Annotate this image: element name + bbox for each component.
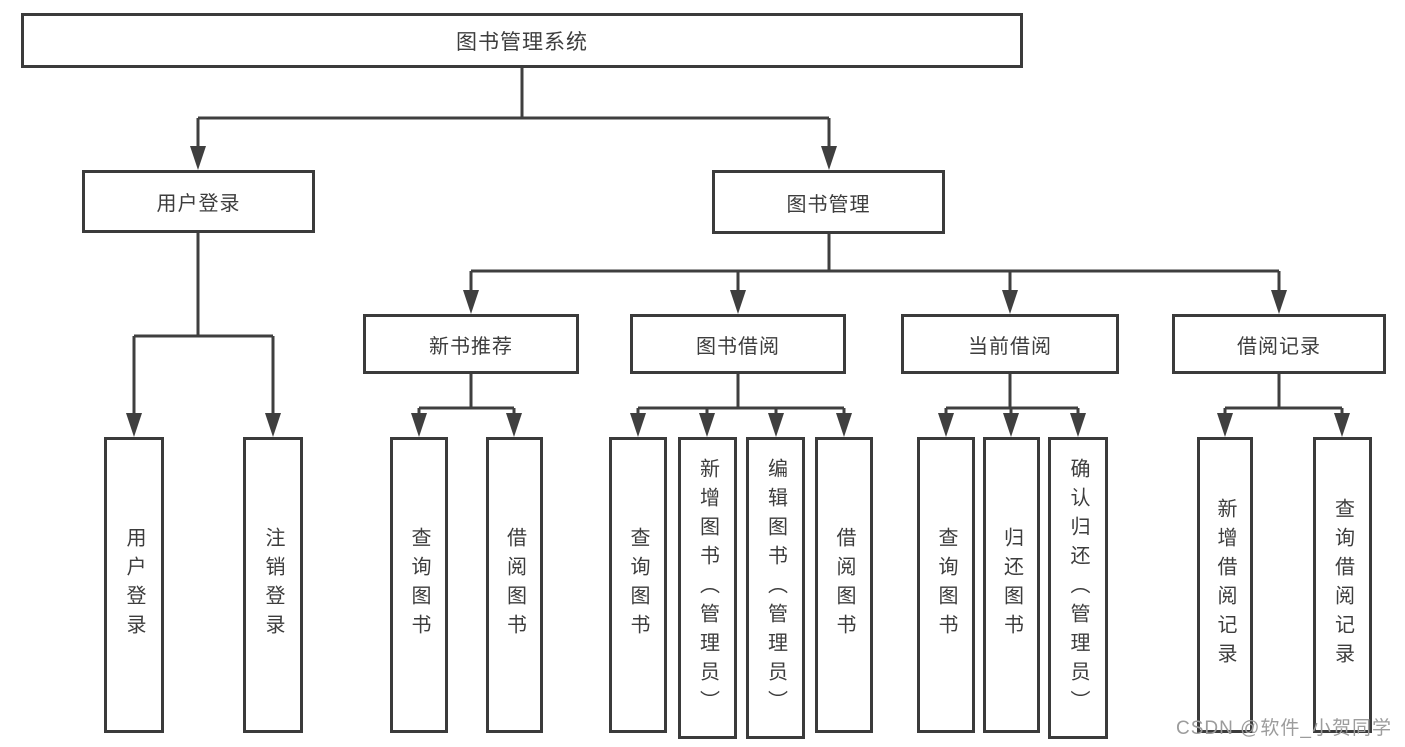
node-logout-leaf: 注销登录	[243, 437, 303, 733]
node-borrow-record: 借阅记录	[1172, 314, 1386, 374]
arrowhead-icon	[836, 413, 852, 437]
node-book-borrow-label: 图书借阅	[696, 335, 780, 358]
connector-borrow-tree	[636, 374, 846, 415]
arrowhead-icon	[821, 146, 837, 170]
arrowhead-icon	[768, 413, 784, 437]
node-new-book-recommend-label: 新书推荐	[429, 335, 513, 358]
node-edit-books-admin: 编辑图书（管理员）	[746, 437, 805, 739]
arrowhead-icon	[265, 413, 281, 437]
node-new-book-recommend: 新书推荐	[363, 314, 579, 374]
node-query-books-recommend: 查询图书	[390, 437, 448, 733]
watermark: CSDN @软件_小贺同学	[1176, 718, 1392, 739]
node-borrow-books-leaf-label: 借阅图书	[833, 527, 855, 643]
arrowhead-icon	[1070, 413, 1086, 437]
node-user-login-leaf-label: 用户登录	[123, 527, 145, 643]
arrowhead-icon	[699, 413, 715, 437]
arrowhead-icon	[938, 413, 954, 437]
node-query-books-recommend-label: 查询图书	[408, 527, 430, 643]
arrowhead-icon	[1334, 413, 1350, 437]
node-book-management-label: 图书管理	[786, 193, 871, 216]
arrowhead-icon	[1003, 413, 1019, 437]
arrowhead-icon	[1271, 290, 1287, 314]
node-borrow-books-recommend: 借阅图书	[486, 437, 543, 733]
arrowhead-icon	[126, 413, 142, 437]
node-query-borrow-record: 查询借阅记录	[1313, 437, 1372, 733]
arrowhead-icon	[190, 146, 206, 170]
node-query-books-borrow-label: 查询图书	[627, 527, 649, 643]
node-user-login-leaf: 用户登录	[104, 437, 164, 733]
connector-recommend-tree	[417, 374, 516, 415]
node-confirm-return-admin-label: 确认归还（管理员）	[1067, 457, 1089, 719]
node-query-books-current-label: 查询图书	[935, 527, 957, 643]
node-current-borrow: 当前借阅	[901, 314, 1119, 374]
node-query-books-current: 查询图书	[917, 437, 975, 733]
connector-root-tree	[196, 68, 831, 148]
arrowhead-icon	[630, 413, 646, 437]
node-return-books-label: 归还图书	[1000, 527, 1023, 643]
connector-current-tree	[944, 374, 1080, 415]
connector-user-login-tree	[132, 233, 275, 414]
node-book-management: 图书管理	[712, 170, 945, 234]
node-logout-leaf-label: 注销登录	[262, 527, 284, 643]
node-add-books-admin: 新增图书（管理员）	[678, 437, 737, 739]
node-user-login-label: 用户登录	[156, 193, 241, 215]
node-add-borrow-record-label: 新增借阅记录	[1214, 498, 1236, 672]
arrowhead-icon	[1217, 413, 1233, 437]
arrowhead-icon	[463, 290, 479, 314]
node-book-borrow: 图书借阅	[630, 314, 846, 374]
node-return-books: 归还图书	[983, 437, 1040, 733]
arrowhead-icon	[1002, 290, 1018, 314]
node-root-label: 图书管理系统	[456, 30, 588, 54]
node-add-borrow-record: 新增借阅记录	[1197, 437, 1253, 733]
node-borrow-record-label: 借阅记录	[1237, 335, 1321, 358]
arrowhead-icon	[411, 413, 427, 437]
connector-book-mgmt-tree	[469, 234, 1281, 292]
node-query-books-borrow: 查询图书	[609, 437, 667, 733]
connector-record-tree	[1223, 374, 1344, 415]
node-borrow-books-leaf: 借阅图书	[815, 437, 873, 733]
node-query-borrow-record-label: 查询借阅记录	[1331, 498, 1354, 672]
node-borrow-books-recommend-label: 借阅图书	[503, 527, 526, 643]
node-current-borrow-label: 当前借阅	[968, 335, 1052, 358]
arrowhead-icon	[506, 413, 522, 437]
node-edit-books-admin-label: 编辑图书（管理员）	[764, 457, 787, 719]
node-confirm-return-admin: 确认归还（管理员）	[1048, 437, 1108, 739]
node-root: 图书管理系统	[21, 13, 1023, 68]
node-add-books-admin-label: 新增图书（管理员）	[696, 457, 719, 719]
arrowhead-icon	[730, 290, 746, 314]
node-user-login: 用户登录	[82, 170, 315, 233]
